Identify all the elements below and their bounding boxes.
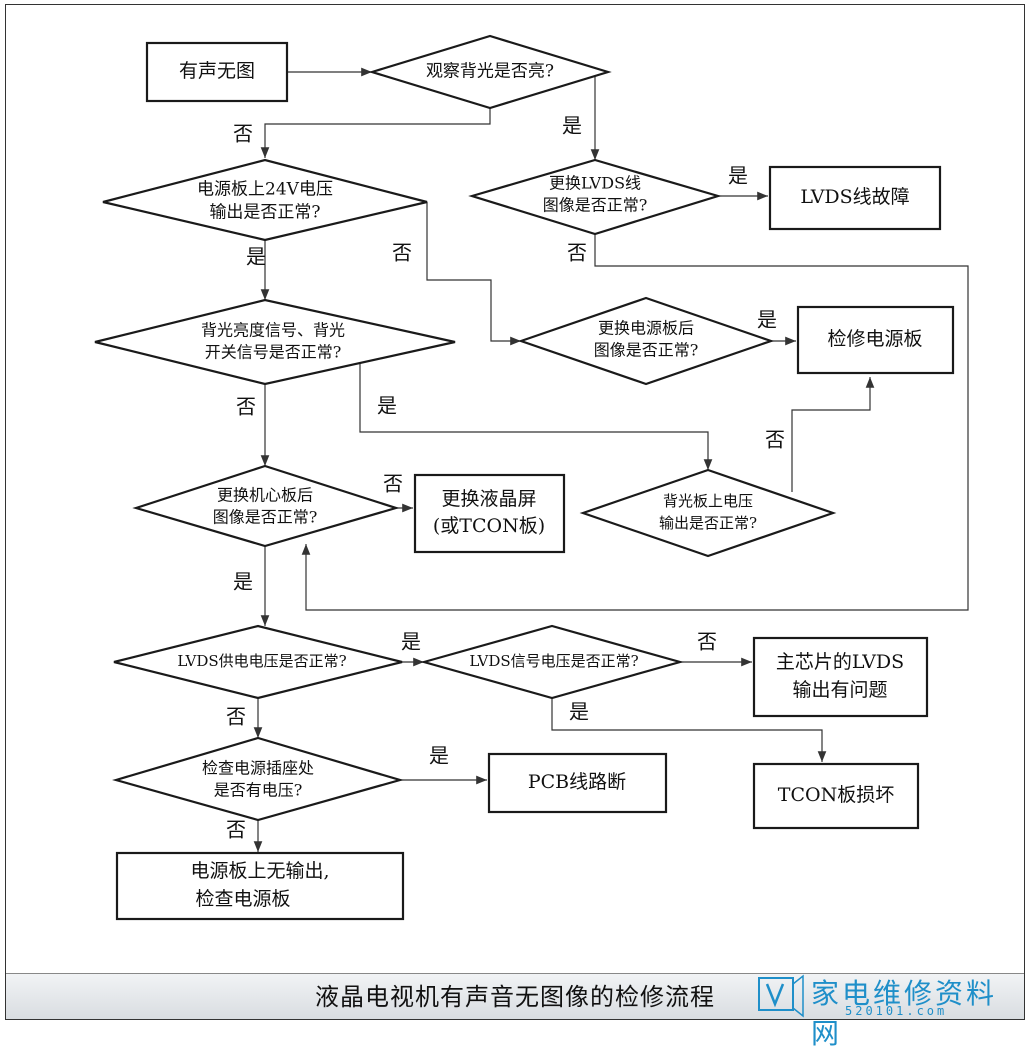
edge-lvds-signal-yes-to-tcon <box>551 698 827 762</box>
edge-label-yes: 是 <box>246 245 266 269</box>
result-tcon <box>752 762 920 830</box>
decision-bl-signal <box>94 298 456 386</box>
edge-bl-board-no-to-repair <box>791 377 875 492</box>
result-pcb-label: PCB线路断 <box>528 771 626 793</box>
node-start <box>145 41 289 103</box>
decision-mainboard-line2: 图像是否正常? <box>213 508 318 527</box>
result-lvds-fault <box>768 165 942 231</box>
watermark-logo: 家电维修资料网 520101.com <box>753 970 1023 1050</box>
result-repair-power-label: 检修电源板 <box>827 328 922 350</box>
decision-lvds-cable-line1: 更换LVDS线 <box>549 174 641 193</box>
decision-lvds-signal-label: LVDS信号电压是否正常? <box>469 652 638 670</box>
edge-label-no: 否 <box>233 122 253 146</box>
edge-label-no: 否 <box>765 428 785 452</box>
edge-label-no: 否 <box>383 472 403 496</box>
result-replace-lcd-line1: 更换液晶屏 <box>441 488 536 510</box>
decision-24v <box>102 158 428 242</box>
edge-label-yes: 是 <box>562 114 582 138</box>
caption-bar: 液晶电视机有声音无图像的检修流程 <box>6 973 1024 1019</box>
result-no-output-line1: 电源板上无输出, <box>190 860 329 882</box>
edge-label-yes: 是 <box>233 570 253 594</box>
edge-bl-signal-yes-to-bl-board <box>359 362 713 470</box>
decision-socket <box>112 736 404 822</box>
result-lvds-fault-label: LVDS线故障 <box>800 186 909 208</box>
watermark-tv-icon <box>758 974 804 1018</box>
decision-bl-board-line2: 输出是否正常? <box>659 514 757 532</box>
result-chip-lvds <box>752 636 929 718</box>
edge-label-yes: 是 <box>377 394 397 418</box>
result-no-output <box>115 851 405 921</box>
decision-backlight-label: 观察背光是否亮? <box>426 62 554 82</box>
watermark-url: 520101.com <box>845 1004 948 1018</box>
decision-power-board-line1: 更换电源板后 <box>598 319 694 338</box>
decision-bl-board <box>579 468 837 558</box>
decision-lvds-supply <box>113 624 403 700</box>
decision-power-board-line2: 图像是否正常? <box>594 341 699 360</box>
diagram-caption: 液晶电视机有声音无图像的检修流程 <box>315 983 715 1011</box>
result-no-output-line2: 检查电源板 <box>195 888 290 910</box>
edge-label-no: 否 <box>226 705 246 729</box>
edge-label-no: 否 <box>697 630 717 654</box>
decision-bl-signal-line2: 开关信号是否正常? <box>205 343 342 362</box>
edge-backlight-no-to-24v <box>260 108 491 158</box>
node-start-label: 有声无图 <box>179 60 255 82</box>
decision-bl-board-line1: 背光板上电压 <box>663 492 753 510</box>
result-pcb <box>487 752 668 814</box>
edge-labels: 否 是 是 否 是 否 是 否 是 否 否 是 是 否 是 否 是 否 <box>226 114 785 842</box>
result-chip-lvds-line1: 主芯片的LVDS <box>776 651 904 673</box>
edge-label-yes: 是 <box>401 630 421 654</box>
flowchart: 否 是 是 否 是 否 是 否 是 否 否 是 是 否 是 否 是 否 有声无图… <box>94 34 969 921</box>
result-replace-lcd-line2: (或TCON板) <box>433 515 545 537</box>
decision-backlight <box>368 34 612 110</box>
decision-lvds-supply-label: LVDS供电电压是否正常? <box>177 652 346 670</box>
edge-label-yes: 是 <box>429 744 449 768</box>
decision-power-board <box>517 296 775 386</box>
edge-label-yes: 是 <box>757 308 777 332</box>
decision-socket-line2: 是否有电压? <box>214 781 303 800</box>
result-chip-lvds-line2: 输出有问题 <box>792 679 887 701</box>
decision-lvds-cable <box>468 158 722 236</box>
edge-24v-no-to-power-board <box>426 202 521 346</box>
edge-label-no: 否 <box>392 241 412 265</box>
edge-label-yes: 是 <box>728 164 748 188</box>
decision-lvds-signal <box>419 624 685 700</box>
decision-24v-line1: 电源板上24V电压 <box>197 180 333 200</box>
result-replace-lcd <box>413 473 566 554</box>
result-repair-power <box>796 305 955 375</box>
decision-lvds-cable-line2: 图像是否正常? <box>543 196 648 215</box>
watermark-text: 家电维修资料网 <box>811 977 998 1050</box>
decision-bl-signal-line1: 背光亮度信号、背光 <box>201 321 345 340</box>
edge-lvds-cable-no-to-mainboard <box>301 234 969 611</box>
result-tcon-label: TCON板损坏 <box>778 784 894 806</box>
edges <box>253 67 969 852</box>
edge-label-yes: 是 <box>569 700 589 724</box>
decision-mainboard <box>132 464 400 548</box>
edge-label-no: 否 <box>567 241 587 265</box>
decision-socket-line1: 检查电源插座处 <box>202 759 314 778</box>
edge-label-no: 否 <box>226 818 246 842</box>
edge-label-no: 否 <box>236 395 256 419</box>
decision-24v-line2: 输出是否正常? <box>209 203 320 223</box>
nodes: 有声无图 观察背光是否亮? 电源板上24V电压 输出是否正常? 更换LVDS线 … <box>94 34 955 921</box>
decision-mainboard-line1: 更换机心板后 <box>217 486 313 505</box>
